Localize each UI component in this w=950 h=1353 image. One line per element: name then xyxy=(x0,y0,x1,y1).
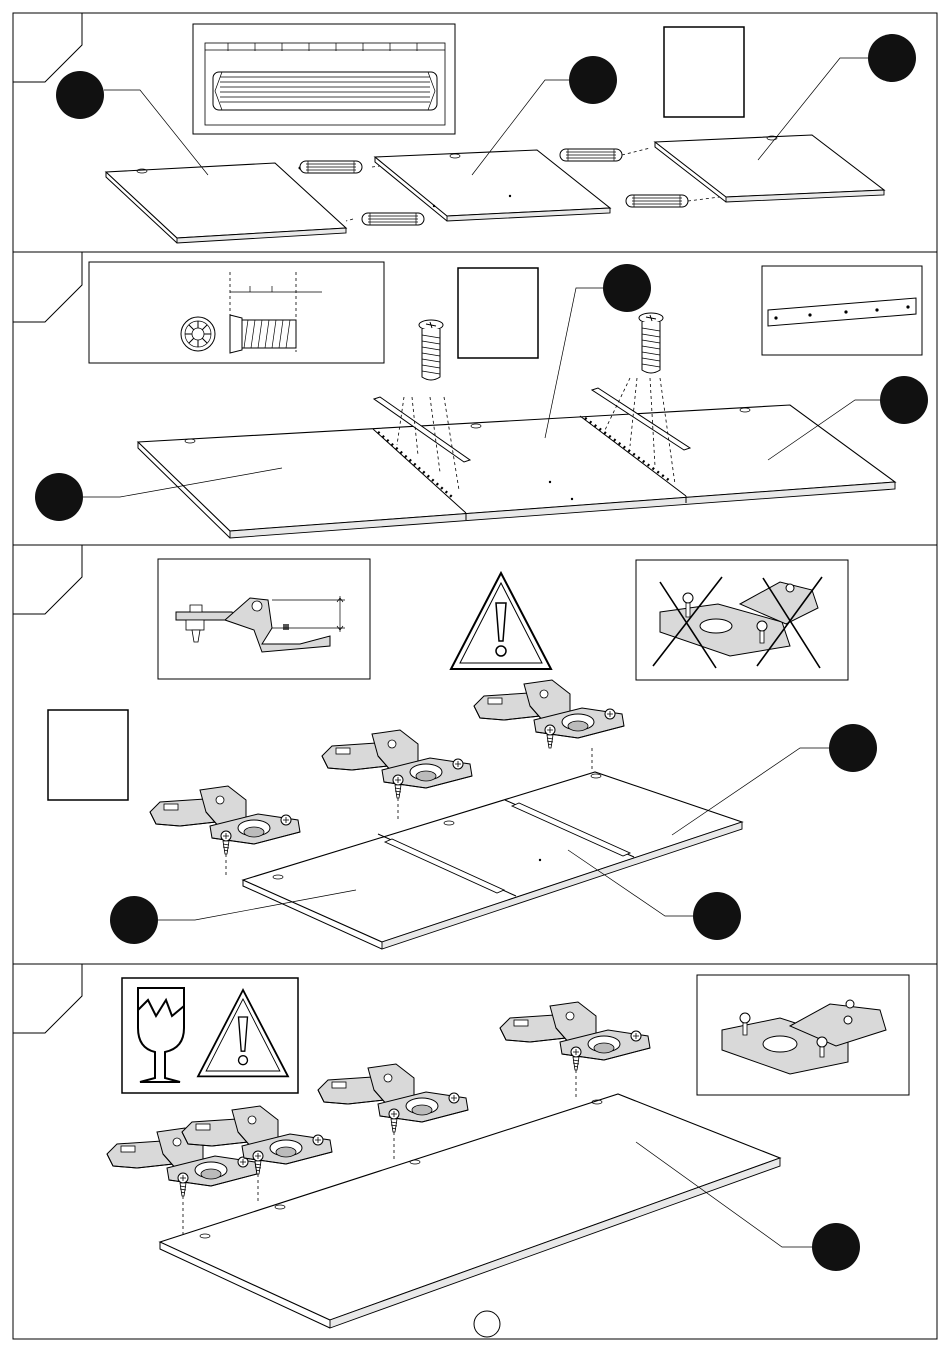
step-1 xyxy=(56,24,916,243)
wooden-dowel xyxy=(362,213,424,225)
wooden-dowel xyxy=(300,161,362,173)
hinge-side-detail-icon xyxy=(158,559,370,679)
part-callout xyxy=(812,1223,860,1271)
warning-triangle-icon xyxy=(451,573,551,669)
hinge xyxy=(500,1002,650,1070)
part-callout xyxy=(603,264,651,312)
hinge-top-detail-icon xyxy=(697,975,909,1095)
page-number-marker xyxy=(474,1311,500,1337)
hinge xyxy=(474,680,624,748)
part-callout xyxy=(880,376,928,424)
joined-panels xyxy=(243,772,742,949)
step-number-tab xyxy=(13,252,82,322)
hinge xyxy=(322,730,472,798)
connector-screw xyxy=(639,313,663,373)
part-callout xyxy=(110,896,158,944)
part-callout xyxy=(569,56,617,104)
panel-right xyxy=(655,135,884,202)
step-2 xyxy=(35,262,928,538)
quantity-box xyxy=(458,268,538,358)
plate-detail-icon xyxy=(762,266,922,355)
quantity-box xyxy=(48,710,128,800)
part-callout xyxy=(693,892,741,940)
wooden-dowel xyxy=(560,149,622,161)
wrong-orientation-icon xyxy=(636,560,848,680)
dowel-detail-icon xyxy=(193,24,455,134)
screw-detail-icon xyxy=(89,262,384,363)
part-callout xyxy=(35,473,83,521)
step-number-tab xyxy=(13,13,82,82)
part-callout xyxy=(868,34,916,82)
wooden-dowel xyxy=(626,195,688,207)
part-callout xyxy=(829,724,877,772)
quantity-box xyxy=(664,27,744,117)
step-number-tab xyxy=(13,964,82,1033)
part-callout xyxy=(56,71,104,119)
step-3 xyxy=(48,559,877,949)
step-4 xyxy=(107,975,909,1337)
joined-panels xyxy=(138,405,895,538)
step-number-tab xyxy=(13,545,82,614)
hinge xyxy=(150,786,300,854)
connector-screw xyxy=(419,320,443,380)
hinge xyxy=(318,1064,468,1132)
panel-left xyxy=(106,163,346,243)
